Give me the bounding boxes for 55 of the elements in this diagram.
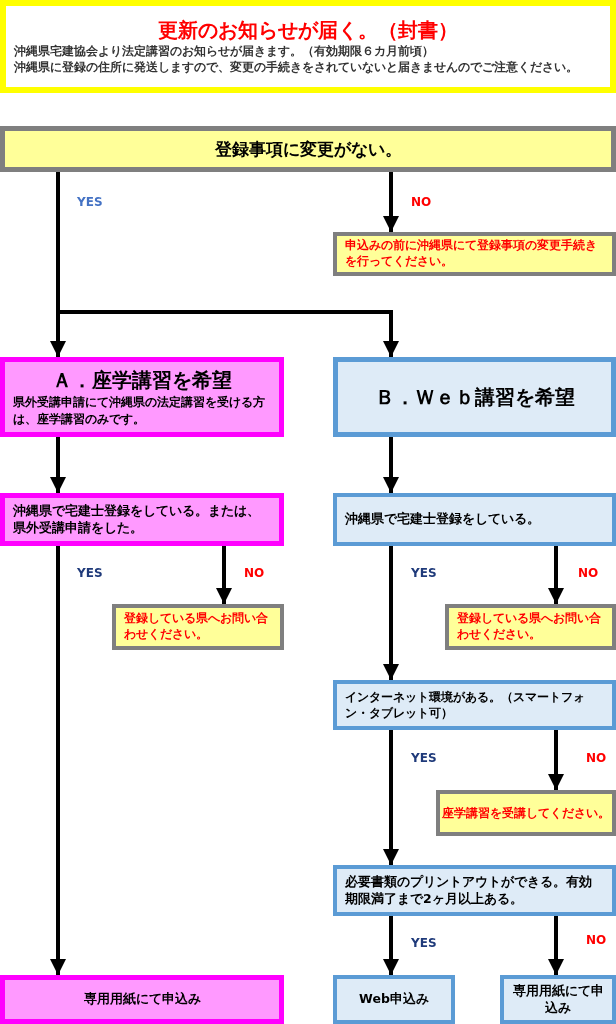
instruction-box [112, 604, 284, 650]
instruction-box [333, 232, 616, 276]
condition-box [333, 865, 616, 916]
edge-label: YES [410, 566, 438, 580]
arrow [548, 916, 564, 975]
arrow [383, 916, 399, 975]
box-text: Web申込み [358, 991, 430, 1008]
arrow [216, 546, 232, 604]
arrow [383, 172, 399, 232]
instruction-box [445, 604, 616, 650]
option-box [0, 357, 284, 437]
box-text: 専用用紙にて申込み [82, 991, 202, 1008]
edge-label: YES [76, 566, 104, 580]
condition-box [333, 680, 616, 730]
box-text: 沖縄県に登録の住所に発送しますので、変更の手続きをされていないと届きませんのでご注意ください。 [14, 60, 579, 76]
box-text: インターネット環境がある。（スマートフォン・タブレット可） [345, 688, 586, 722]
application-box [500, 975, 616, 1024]
arrow [50, 437, 66, 493]
edge-label: YES [410, 936, 438, 950]
box-text: 登録事項に変更がない。 [213, 137, 403, 161]
box-heading: 更新のお知らせが届く。（封書） [157, 17, 459, 45]
box-text: Ｂ．Ｗｅｂ講習を希望 [373, 383, 576, 411]
box-text: 沖縄県で宅建士登録をしている。または、県外受講申請をした。 [13, 502, 261, 537]
box-heading: Ａ．座学講習を希望 [51, 367, 233, 395]
application-box [0, 975, 284, 1024]
box-text: 沖縄県で宅建士登録をしている。 [345, 511, 541, 528]
condition-box [333, 493, 616, 546]
arrow [383, 437, 399, 493]
edge-label: NO [585, 933, 608, 947]
edge-label: YES [410, 751, 438, 765]
arrow [50, 546, 66, 975]
box-text: 必要書類のプリントアウトができる。有効期限満了まで2ヶ月以上ある。 [345, 873, 593, 908]
edge-label: NO [410, 195, 433, 209]
arrow [548, 546, 564, 604]
box-text: 登録している県へお問い合わせください。 [457, 611, 602, 643]
edge-label: NO [585, 751, 608, 765]
box-text: 登録している県へお問い合わせください。 [124, 611, 269, 643]
notice-box [0, 0, 616, 93]
arrow [383, 546, 399, 680]
arrow [548, 730, 564, 790]
box-text: 申込みの前に沖縄県にて登録事項の変更手続きを行ってください。 [345, 238, 598, 270]
instruction-box [436, 790, 616, 836]
application-box [333, 975, 455, 1024]
box-text: 専用用紙にて申込み [512, 982, 604, 1017]
edge-label: YES [76, 195, 104, 209]
edge-label: NO [243, 566, 266, 580]
option-box [333, 357, 616, 437]
edge-label: NO [577, 566, 600, 580]
condition-box [0, 493, 284, 546]
box-text: 座学講習を受講してください。 [442, 804, 610, 822]
box-text: 沖縄県宅建協会より法定講習のお知らせが届きます。（有効期限６カ月前頃） [14, 44, 435, 60]
box-text: 県外受講申請にて沖縄県の法定講習を受ける方は、座学講習のみです。 [13, 394, 266, 427]
arrow [56, 172, 399, 357]
arrow [383, 730, 399, 865]
decision-box [0, 126, 616, 172]
